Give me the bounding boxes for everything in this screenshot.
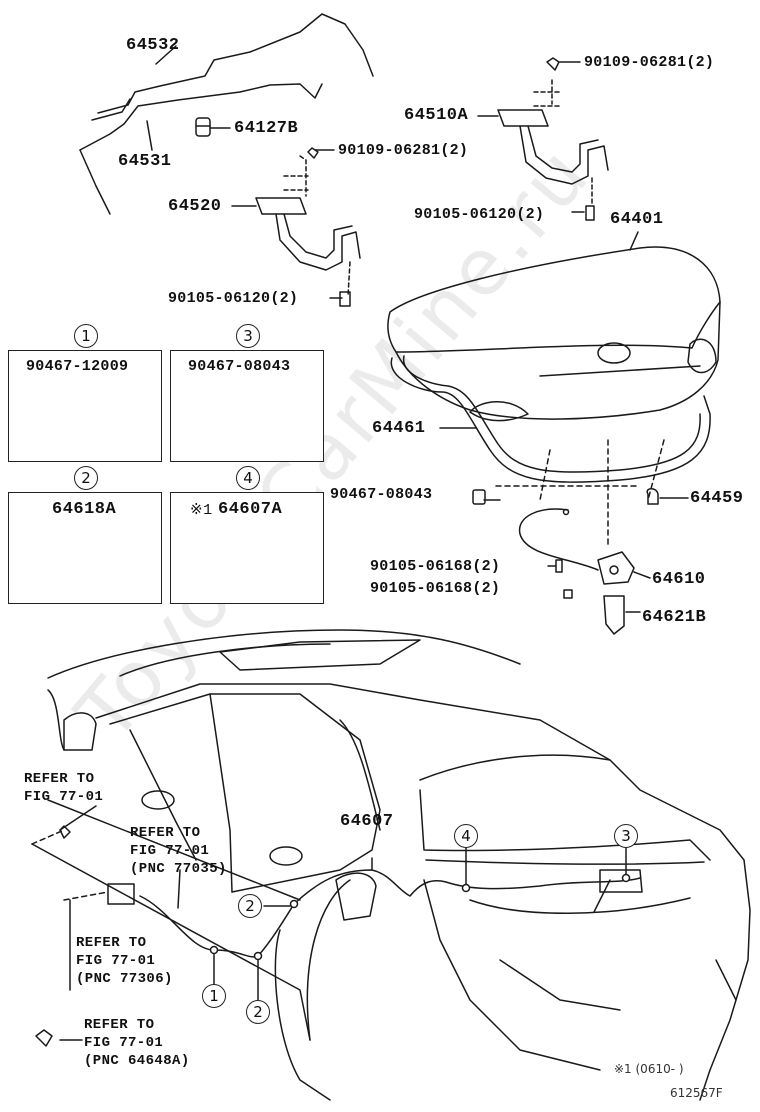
ref2-line1: REFER TO [130,825,201,841]
ref2-line3: (PNC 77035) [130,861,227,877]
callout-3: 3 [614,824,638,848]
detail-part-4: 64607A [218,500,283,519]
label-64127b: 64127B [234,119,299,138]
ref1-line1: REFER TO [24,771,95,787]
callout-2-upper: 2 [238,894,262,918]
detail-mark-4: ※1 [190,502,213,519]
label-64532: 64532 [126,36,180,55]
label-64510a: 64510A [404,106,469,125]
bolt-icons [314,61,595,299]
weatherstrip-64461 [390,355,711,483]
ref4-line1: REFER TO [84,1017,155,1033]
label-bolt-top: 90109-06281(2) [584,54,715,71]
reference-1: REFER TO FIG 77-01 [24,770,103,806]
ref4-line3: (PNC 64648A) [84,1053,190,1069]
callout-2-lower: 2 [246,1000,270,1024]
reference-3: REFER TO FIG 77-01 (PNC 77306) [76,934,173,988]
detail-number-2: 2 [74,466,98,490]
torsion-bar-64531 [79,83,323,215]
ref1-line2: FIG 77-01 [24,789,104,805]
ref3-line3: (PNC 77306) [76,971,173,987]
label-64607: 64607 [340,812,394,831]
reference-leaders [31,805,181,1041]
label-64520: 64520 [168,197,222,216]
reference-2: REFER TO FIG 77-01 (PNC 77035) [130,824,227,878]
reference-4: REFER TO FIG 77-01 (PNC 64648A) [84,1016,190,1070]
label-bolt-90105-left: 90105-06120(2) [168,290,299,307]
detail-box-3 [170,350,324,462]
label-64610: 64610 [652,570,706,589]
callout-1: 1 [202,984,226,1008]
callout-4: 4 [454,824,478,848]
wire-harness-64607 [139,845,641,1001]
label-bolt-06168-a: 90105-06168(2) [370,558,501,575]
detail-number-1: 1 [74,324,98,348]
ref2-line2: FIG 77-01 [130,843,210,859]
detail-box-2 [8,492,162,604]
label-64401: 64401 [610,210,664,229]
footnote: ※1 (0610- ) [614,1062,684,1076]
label-64459: 64459 [690,489,744,508]
latch-assembly [472,488,689,635]
label-64621b: 64621B [642,608,707,627]
detail-box-4 [170,492,324,604]
hinge-64520 [231,147,361,307]
ref3-line2: FIG 77-01 [76,953,156,969]
trunk-lid-64401 [387,231,721,422]
detail-number-3: 3 [236,324,260,348]
detail-part-3: 90467-08043 [188,358,291,375]
detail-part-2: 64618A [52,500,117,519]
label-bolt-90105-right: 90105-06120(2) [414,206,545,223]
label-bolt-mid: 90109-06281(2) [338,142,469,159]
clip-64127b [195,117,231,137]
label-90467-08043: 90467-08043 [330,486,433,503]
car-body [31,629,751,1101]
ref3-line1: REFER TO [76,935,147,951]
ref4-line2: FIG 77-01 [84,1035,164,1051]
figure-code: 612567F [670,1086,723,1100]
label-64531: 64531 [118,152,172,171]
label-64461: 64461 [372,419,426,438]
assembly-dash-lines [495,439,665,549]
detail-part-1: 90467-12009 [26,358,129,375]
torsion-bar-64532 [91,13,374,121]
detail-box-1 [8,350,162,462]
label-bolt-06168-b: 90105-06168(2) [370,580,501,597]
detail-number-4: 4 [236,466,260,490]
hinge-64510a [477,57,609,207]
